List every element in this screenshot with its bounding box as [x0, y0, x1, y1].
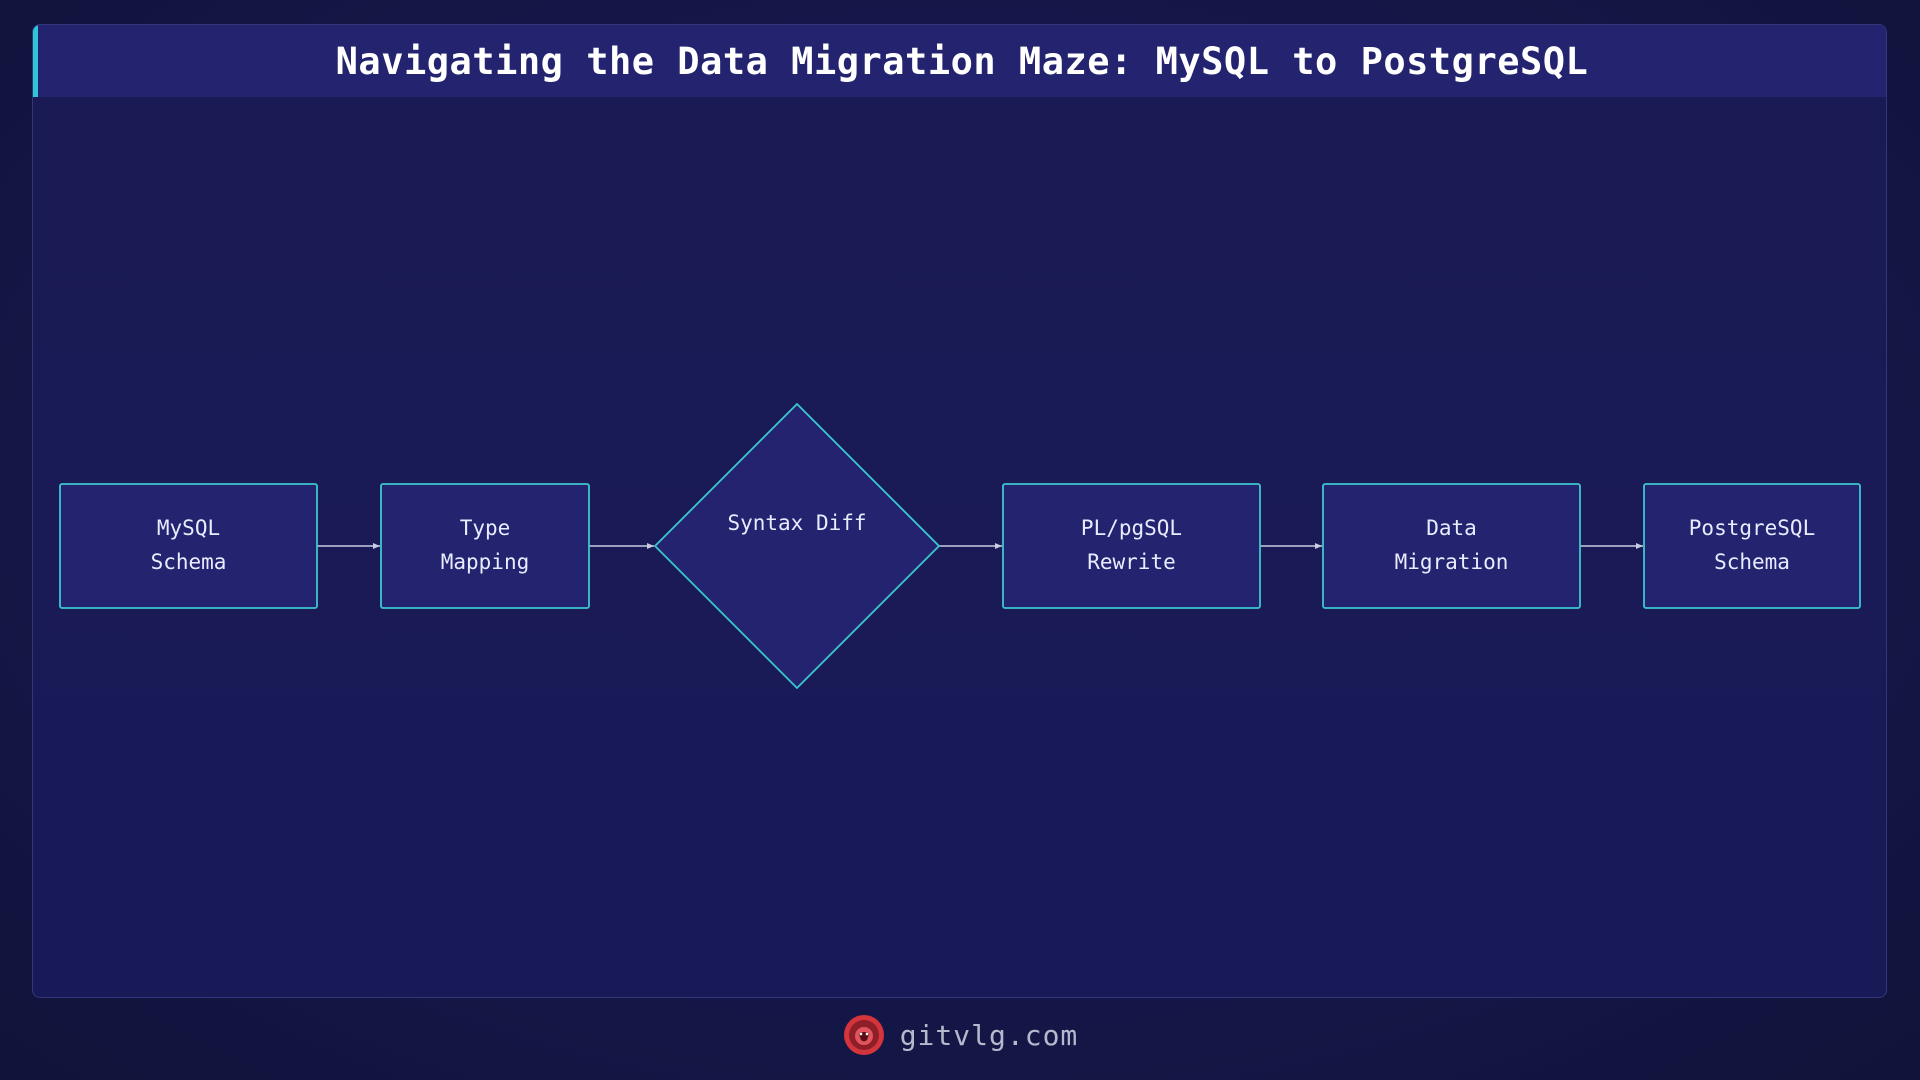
node-plpgsql-rewrite-label-1: Rewrite — [1087, 550, 1176, 574]
footer: gitvlg.com — [0, 1010, 1920, 1060]
node-data-migration-shape — [1322, 483, 1581, 609]
node-postgresql-schema-shape — [1643, 483, 1861, 609]
node-postgresql-schema: PostgreSQL Schema — [1643, 483, 1861, 609]
node-postgresql-schema-label-1: Schema — [1714, 550, 1790, 574]
node-type-mapping-label-0: Type — [460, 516, 511, 540]
node-plpgsql-rewrite-label-0: PL/pgSQL — [1081, 516, 1182, 540]
node-syntax-diff-label-0: Syntax Diff — [727, 511, 866, 535]
node-postgresql-schema-label-0: PostgreSQL — [1689, 516, 1815, 540]
lion-head-logo-icon — [843, 1015, 884, 1055]
node-syntax-diff: Syntax Diff — [653, 402, 941, 690]
node-mysql-schema: MySQL Schema — [59, 483, 318, 609]
footer-site-text: gitvlg.com — [899, 1018, 1079, 1052]
node-mysql-schema-label-1: Schema — [151, 550, 227, 574]
node-data-migration-label-0: Data — [1426, 516, 1477, 540]
node-plpgsql-rewrite: PL/pgSQL Rewrite — [1002, 483, 1261, 609]
node-syntax-diff-shape — [653, 402, 941, 690]
page-title: Navigating the Data Migration Maze: MySQ… — [335, 39, 1589, 83]
title-bar: Navigating the Data Migration Maze: MySQ… — [33, 25, 1886, 97]
node-mysql-schema-label-0: MySQL — [157, 516, 220, 540]
node-type-mapping-shape — [380, 483, 590, 609]
node-plpgsql-rewrite-shape — [1002, 483, 1261, 609]
node-type-mapping-label-1: Mapping — [441, 550, 530, 574]
node-data-migration-label-1: Migration — [1395, 550, 1509, 574]
node-mysql-schema-shape — [59, 483, 318, 609]
